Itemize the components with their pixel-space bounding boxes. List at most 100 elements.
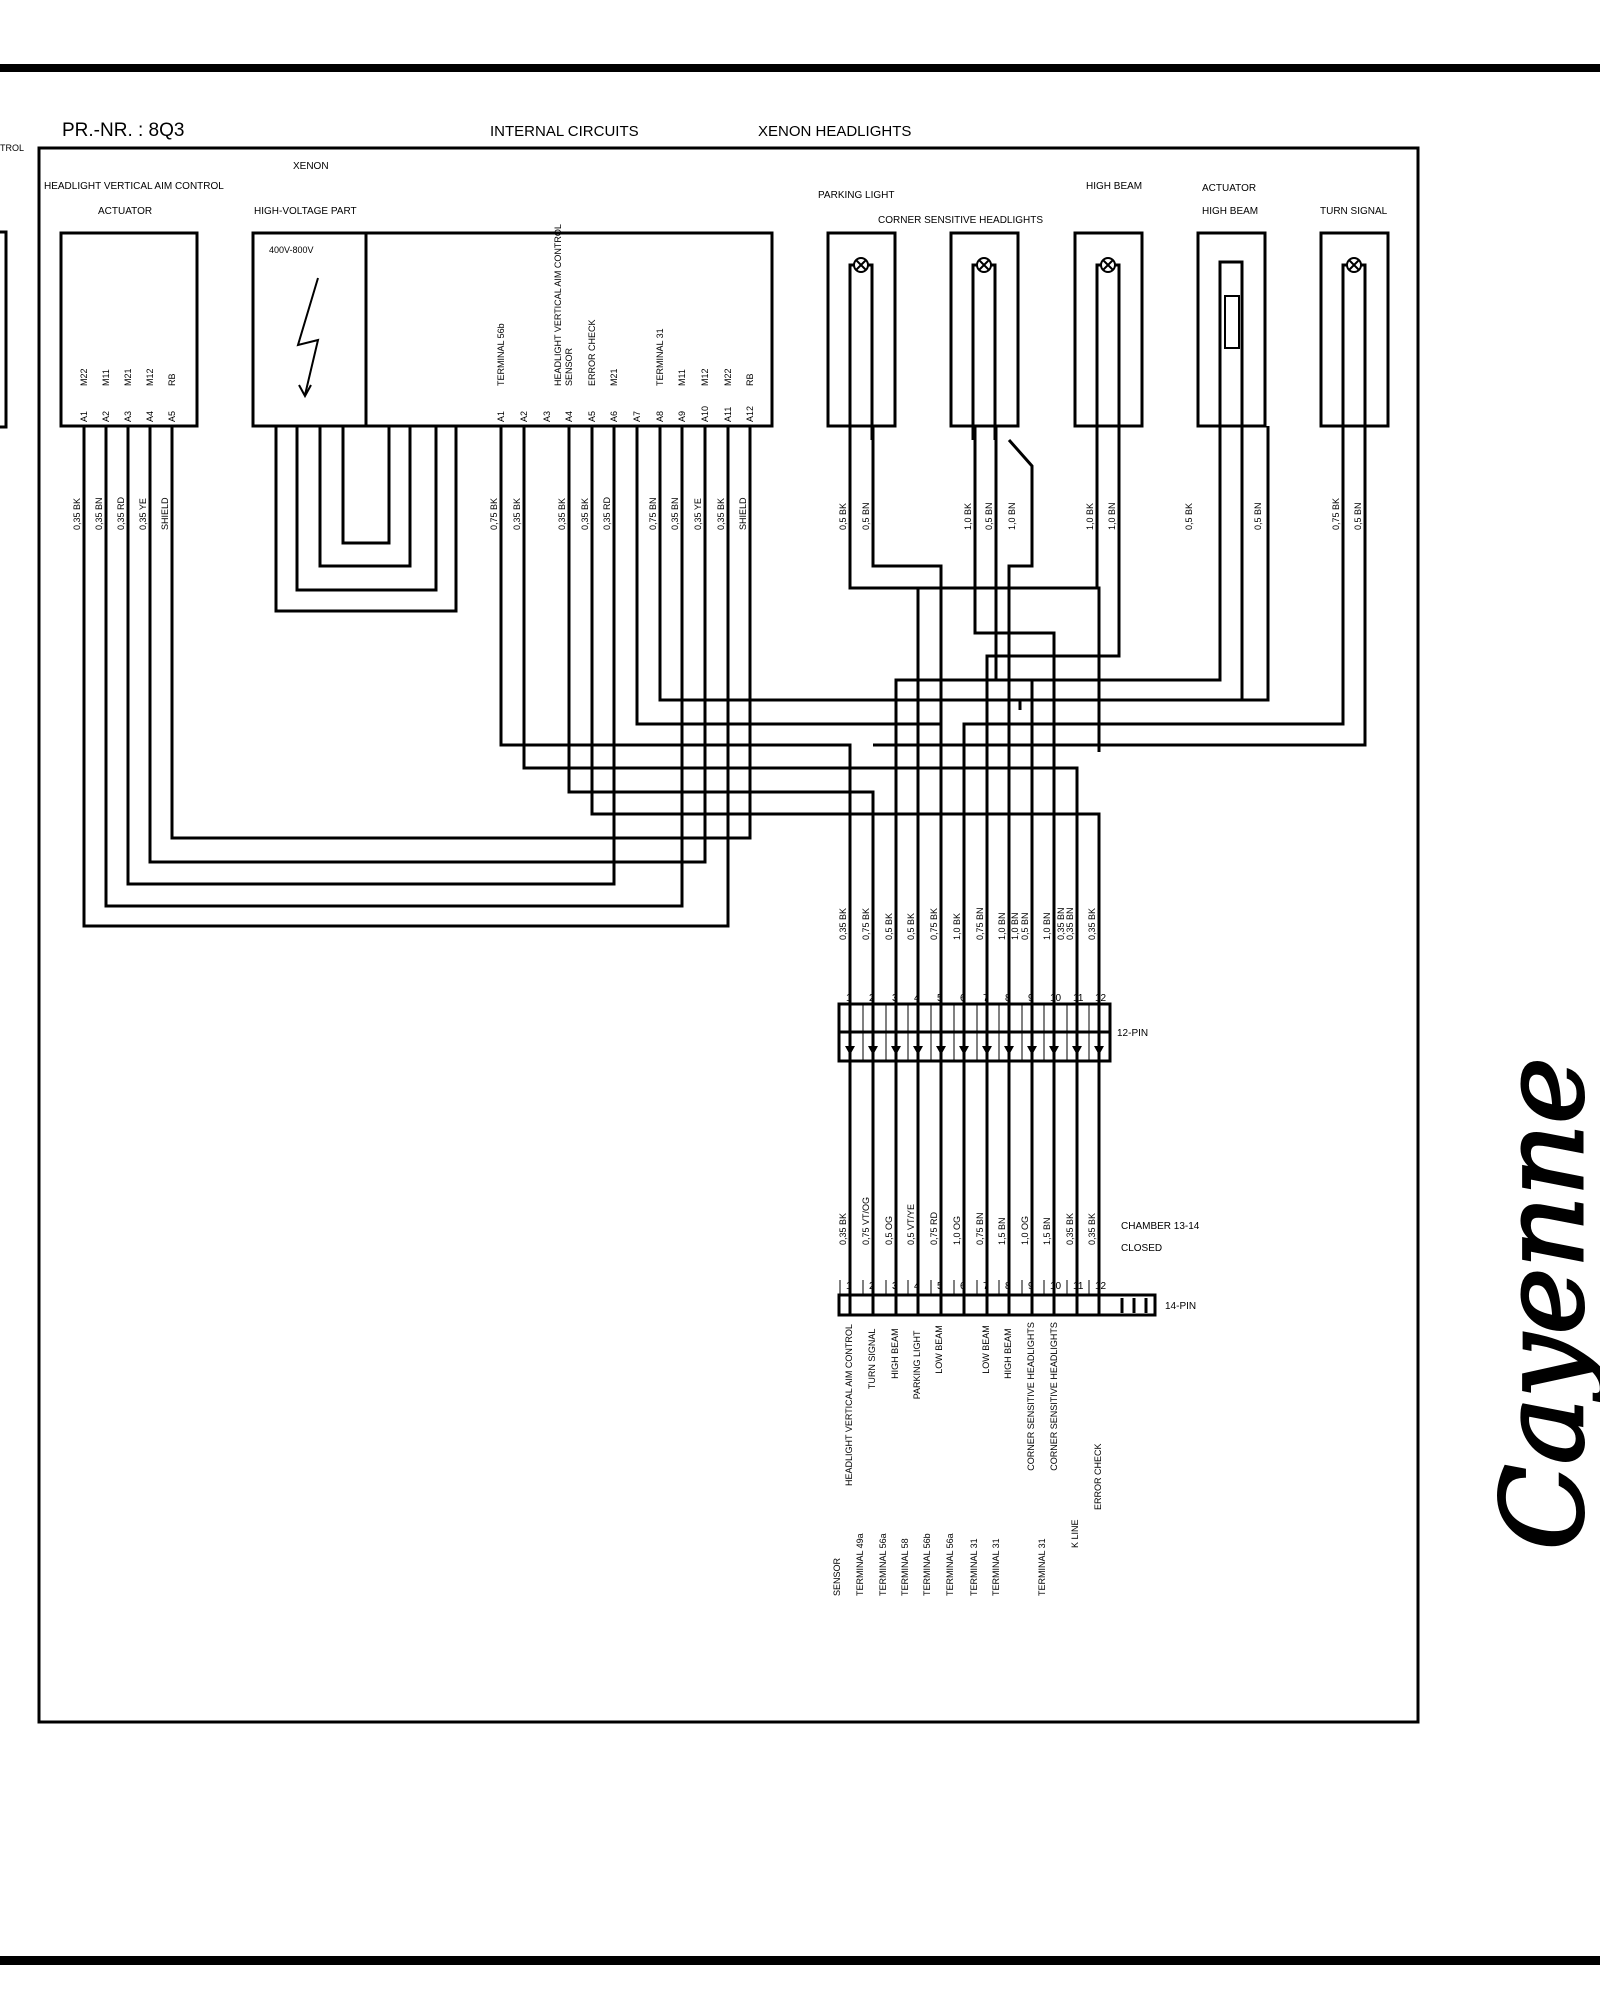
connector-14-pin-number: 7	[983, 1281, 989, 1292]
control-unit-pin-name: HEADLIGHT VERTICAL AIM CONTROL	[553, 224, 563, 386]
lamp-lead	[971, 263, 977, 440]
harness-wire	[148, 426, 707, 864]
control-unit-pin-name: SENSOR	[564, 347, 574, 386]
connector-14-wire-label: 1,0 OG	[952, 1216, 962, 1245]
pin-arrow-icon	[959, 1046, 969, 1055]
connector-14-wire-label: 0,5 OG	[884, 1216, 894, 1245]
wire-gauge-label: 0,35 BK	[580, 498, 590, 530]
actuator-coil	[1218, 260, 1244, 450]
pin-function-label: TERMINAL 56a	[878, 1533, 888, 1596]
harness-wire	[126, 426, 616, 886]
connector-12-pin-number: 10	[1050, 993, 1062, 1004]
control-unit-pin-name: M11	[677, 369, 687, 386]
connector-14-wire-label: 1,5 BN	[1042, 1217, 1052, 1245]
harness-wire	[499, 426, 852, 1004]
connector-12-wire-label: 0,75 BK	[861, 908, 871, 940]
high-beam-2-label: HIGH BEAM	[1202, 206, 1258, 217]
control-unit-pin-name: RB	[745, 373, 755, 386]
connector-12-wire-label: 0,35 BN	[1065, 907, 1075, 940]
xenon-label: XENON	[293, 161, 329, 172]
control-unit-pin: A1	[496, 411, 506, 422]
high-voltage-label: HIGH-VOLTAGE PART	[254, 206, 357, 217]
pin-function-label: CORNER SENSITIVE HEADLIGHTS	[1049, 1322, 1059, 1471]
pin-function-label: TERMINAL 31	[991, 1538, 1001, 1596]
harness-wire	[973, 426, 1056, 1004]
high-beam-label: HIGH BEAM	[1086, 181, 1142, 192]
lamp-lead	[868, 263, 874, 440]
internal-circuits-label: INTERNAL CIRCUITS	[490, 123, 639, 140]
control-unit-pin: A2	[519, 411, 529, 422]
control-unit-pin: A9	[677, 411, 687, 422]
actuator-pin: A1	[79, 411, 89, 422]
bottom-border-bar	[0, 1956, 1600, 1965]
control-unit-pin: A8	[655, 411, 665, 422]
pin-arrow-icon	[1049, 1046, 1059, 1055]
connector-14-pin-number: 6	[960, 1281, 966, 1292]
harness-wire	[871, 426, 943, 724]
wire-gauge-label: 0,35 YE	[693, 498, 703, 530]
lamp-lead	[1341, 263, 1347, 440]
wire-gauge-label: SHIELD	[738, 497, 748, 530]
connector-12-pin-number: 7	[983, 993, 989, 1004]
connector-14-pin-number: 11	[1073, 1281, 1084, 1292]
wire-gauge-label: 0,35 RD	[602, 496, 612, 530]
lightning-arrow-icon	[298, 384, 312, 399]
harness-wire	[658, 426, 1270, 702]
pin-function-label: TERMINAL 56b	[922, 1533, 932, 1596]
connector-12-pin-number: 12	[1095, 993, 1107, 1004]
harness-wire	[82, 426, 730, 928]
control-unit-pin: A11	[723, 407, 733, 422]
pin-arrow-icon	[845, 1046, 855, 1055]
harness-wire	[962, 426, 1345, 1004]
pin-function-label: TERMINAL 56a	[945, 1533, 955, 1596]
connector-12-wire-label: 1,0 BN	[1042, 912, 1052, 940]
wire-gauge-label: 0,75 BN	[648, 497, 658, 530]
harness-wire	[985, 426, 1121, 1004]
wire-gauge-label: 1,0 BK	[963, 503, 973, 530]
turn-signal-lamp	[1319, 231, 1390, 428]
connector-12-pin-number: 5	[937, 993, 943, 1004]
turn-signal-label: TURN SIGNAL	[1320, 206, 1388, 217]
pin-function-label: K LINE	[1070, 1519, 1080, 1548]
pin-function-label: CORNER SENSITIVE HEADLIGHTS	[1026, 1322, 1036, 1471]
harness-wire	[590, 426, 1101, 1004]
pin-arrow-icon	[982, 1046, 992, 1055]
top-border-bar	[0, 64, 1600, 72]
pin-arrow-icon	[913, 1046, 923, 1055]
xenon-headlights-label: XENON HEADLIGHTS	[758, 123, 911, 140]
control-unit-pin: A7	[632, 411, 642, 422]
wire-gauge-label: 0,5 BN	[1253, 502, 1263, 530]
harness-wire	[1007, 439, 1034, 1004]
pin-function-label: TERMINAL 31	[1037, 1538, 1047, 1596]
wiring-harness	[82, 426, 1367, 1315]
pin-function-label: ERROR CHECK	[1093, 1443, 1103, 1510]
wire-gauge-label: 0,35 YE	[138, 498, 148, 530]
pin-function-label: HIGH BEAM	[890, 1328, 900, 1379]
parking-light-lamp	[826, 231, 897, 428]
wire-gauge-label: 0,35 BK	[716, 498, 726, 530]
wire-gauge-label: 0,5 BK	[1184, 503, 1194, 530]
connector-14-wire-label: 0,75 RD	[929, 1211, 939, 1245]
harness-wire	[104, 426, 684, 908]
connector-14-pin-number: 8	[1005, 1281, 1011, 1292]
wire-gauge-label: 0,5 BN	[984, 502, 994, 530]
connector-12-pin-number: 9	[1028, 993, 1034, 1004]
wire-gauge-label: 0,5 BK	[838, 503, 848, 530]
connector-12-wire-label: 0,75 BN	[975, 907, 985, 940]
control-unit-pin-name: TERMINAL 56b	[496, 323, 506, 386]
lamp-boxes	[826, 231, 1390, 450]
pin-function-label: SENSOR	[832, 1557, 842, 1596]
connector-12-wire-label: 0,35 BK	[1087, 908, 1097, 940]
xenon-control-unit	[251, 231, 774, 428]
wire-gauge-label: 0,35 BN	[670, 497, 680, 530]
pin-function-label: LOW BEAM	[934, 1325, 944, 1374]
harness-wire	[873, 426, 1367, 747]
control-unit-pin: A10	[700, 406, 710, 422]
connector-12-wire-label: 0,5 BN	[1020, 912, 1030, 940]
lamp-lead	[848, 263, 854, 440]
actuator-pin-name: M12	[145, 368, 155, 386]
harness-wire	[522, 426, 1079, 1004]
actuator-pin-name: M11	[101, 369, 111, 386]
